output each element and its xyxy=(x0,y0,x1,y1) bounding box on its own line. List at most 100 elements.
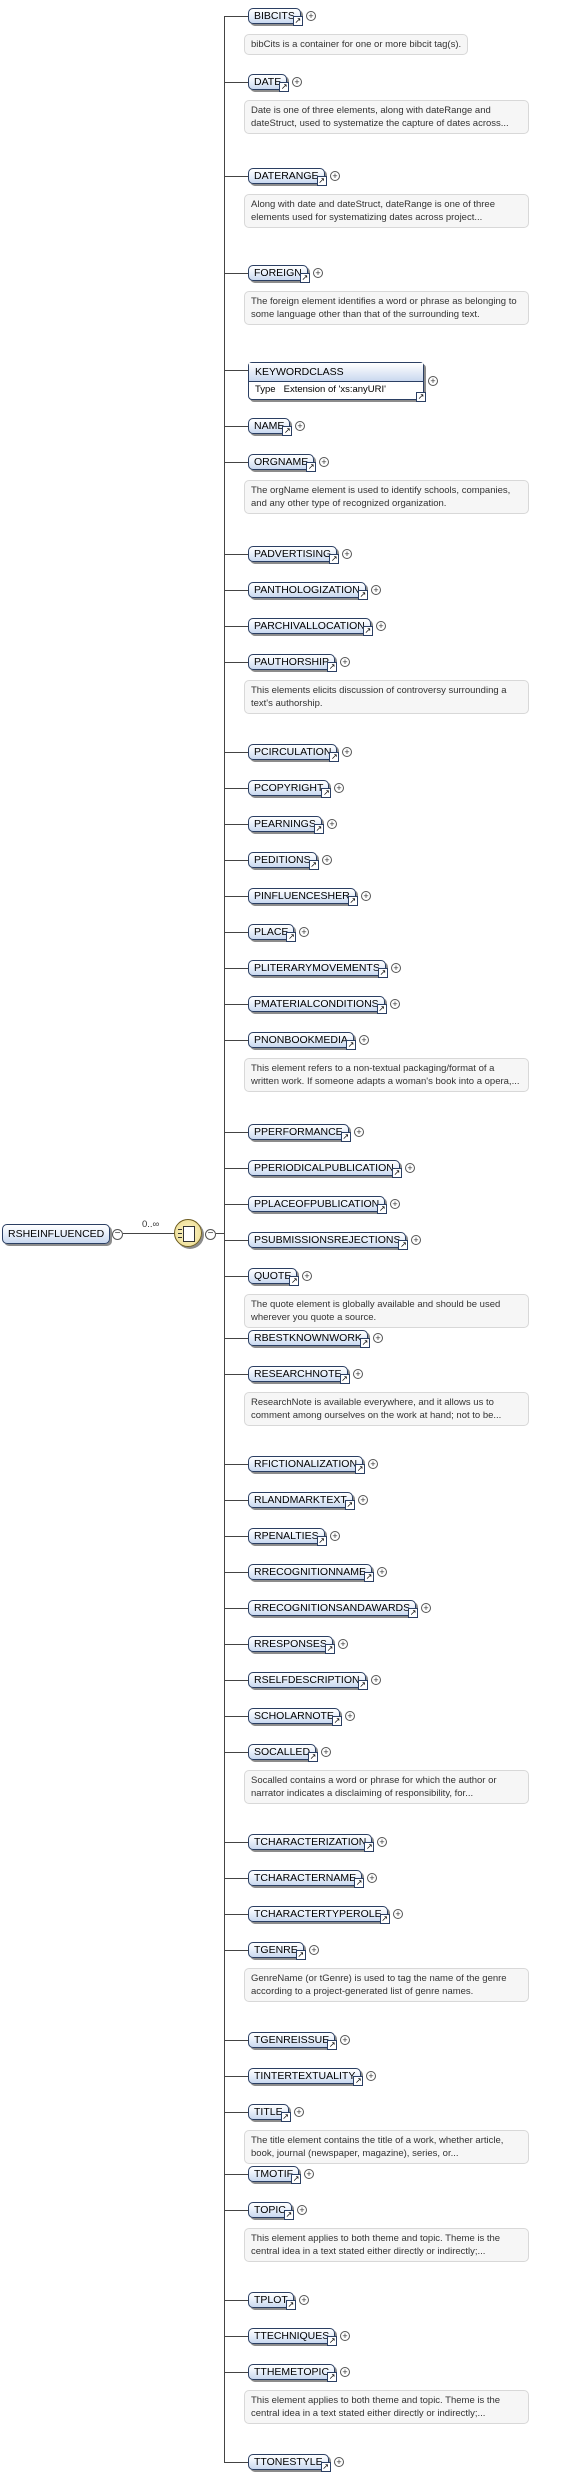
expand-icon[interactable]: + xyxy=(309,1945,319,1955)
element-bibcits[interactable]: BIBCITS↗ xyxy=(248,8,303,26)
element-pauthorship[interactable]: PAUTHORSHIP↗ xyxy=(248,654,338,672)
expand-icon[interactable]: + xyxy=(340,2331,350,2341)
element-pnonbookmedia[interactable]: PNONBOOKMEDIA↗ xyxy=(248,1032,356,1050)
expand-icon[interactable]: + xyxy=(390,999,400,1009)
collapse-icon[interactable]: − xyxy=(112,1229,123,1240)
expand-icon[interactable]: + xyxy=(421,1603,431,1613)
element-date[interactable]: DATE↗ xyxy=(248,74,290,92)
expand-icon[interactable]: + xyxy=(342,747,352,757)
expand-icon[interactable]: + xyxy=(366,2071,376,2081)
element-rresponses[interactable]: RRESPONSES↗ xyxy=(248,1636,335,1654)
element-pinfluencesher[interactable]: PINFLUENCESHER↗ xyxy=(248,888,358,906)
expand-icon[interactable]: + xyxy=(313,268,323,278)
choice-compositor-icon[interactable] xyxy=(174,1219,202,1247)
element-tgenreissue[interactable]: TGENREISSUE↗ xyxy=(248,2032,338,2050)
expand-icon[interactable]: + xyxy=(338,1639,348,1649)
element-tcharacterization[interactable]: TCHARACTERIZATION↗ xyxy=(248,1834,375,1852)
expand-icon[interactable]: + xyxy=(345,1711,355,1721)
expand-icon[interactable]: + xyxy=(304,2169,314,2179)
element-tmotif[interactable]: TMOTIF↗ xyxy=(248,2166,302,2184)
element-rrecognitionsandawards[interactable]: RRECOGNITIONSANDAWARDS↗ xyxy=(248,1600,419,1618)
expand-icon[interactable]: + xyxy=(299,2295,309,2305)
expand-icon[interactable]: + xyxy=(321,1747,331,1757)
element-title[interactable]: TITLE↗ xyxy=(248,2104,291,2122)
element-peditions[interactable]: PEDITIONS↗ xyxy=(248,852,319,870)
element-panthologization[interactable]: PANTHOLOGIZATION↗ xyxy=(248,582,368,600)
expand-icon[interactable]: + xyxy=(371,1675,381,1685)
element-tcharactername[interactable]: TCHARACTERNAME↗ xyxy=(248,1870,365,1888)
expand-icon[interactable]: + xyxy=(390,1199,400,1209)
element-rfictionalization[interactable]: RFICTIONALIZATION↗ xyxy=(248,1456,366,1474)
expand-icon[interactable]: + xyxy=(428,376,438,386)
element-pperiodicalpublication[interactable]: PPERIODICALPUBLICATION↗ xyxy=(248,1160,402,1178)
element-scholarnote[interactable]: SCHOLARNOTE↗ xyxy=(248,1708,342,1726)
expand-icon[interactable]: + xyxy=(367,1873,377,1883)
expand-icon[interactable]: + xyxy=(359,1035,369,1045)
expand-icon[interactable]: + xyxy=(302,1271,312,1281)
expand-icon[interactable]: + xyxy=(373,1333,383,1343)
element-pmaterialconditions[interactable]: PMATERIALCONDITIONS↗ xyxy=(248,996,387,1014)
element-rrecognitionname[interactable]: RRECOGNITIONNAME↗ xyxy=(248,1564,375,1582)
expand-icon[interactable]: + xyxy=(295,421,305,431)
element-rlandmarktext[interactable]: RLANDMARKTEXT↗ xyxy=(248,1492,355,1510)
element-parchivallocation[interactable]: PARCHIVALLOCATION↗ xyxy=(248,618,373,636)
expand-icon[interactable]: + xyxy=(292,77,302,87)
element-ttonestyle[interactable]: TTONESTYLE↗ xyxy=(248,2454,331,2472)
element-psubmissionsrejections[interactable]: PSUBMISSIONSREJECTIONS↗ xyxy=(248,1232,409,1250)
expand-icon[interactable]: + xyxy=(294,2107,304,2117)
expand-icon[interactable]: + xyxy=(319,457,329,467)
element-socalled[interactable]: SOCALLED↗ xyxy=(248,1744,319,1762)
expand-icon[interactable]: + xyxy=(361,891,371,901)
expand-icon[interactable]: + xyxy=(411,1235,421,1245)
expand-icon[interactable]: + xyxy=(340,2367,350,2377)
expand-icon[interactable]: + xyxy=(334,2457,344,2467)
element-pperformance[interactable]: PPERFORMANCE↗ xyxy=(248,1124,351,1142)
root-element-rsheinfluenced[interactable]: RSHEINFLUENCED xyxy=(2,1224,111,1244)
element-pcirculation[interactable]: PCIRCULATION↗ xyxy=(248,744,340,762)
element-rselfdescription[interactable]: RSELFDESCRIPTION↗ xyxy=(248,1672,368,1690)
element-tplot[interactable]: TPLOT↗ xyxy=(248,2292,296,2310)
element-rpenalties[interactable]: RPENALTIES↗ xyxy=(248,1528,327,1546)
expand-icon[interactable]: + xyxy=(342,549,352,559)
element-padvertising[interactable]: PADVERTISING↗ xyxy=(248,546,340,564)
expand-icon[interactable]: + xyxy=(340,2035,350,2045)
expand-icon[interactable]: + xyxy=(391,963,401,973)
expand-icon[interactable]: + xyxy=(327,819,337,829)
expand-icon[interactable]: + xyxy=(368,1459,378,1469)
expand-icon[interactable]: + xyxy=(377,1837,387,1847)
element-rbestknownwork[interactable]: RBESTKNOWNWORK↗ xyxy=(248,1330,370,1348)
element-quote[interactable]: QUOTE↗ xyxy=(248,1268,300,1286)
element-pplaceofpublication[interactable]: PPLACEOFPUBLICATION↗ xyxy=(248,1196,388,1214)
element-pcopyright[interactable]: PCOPYRIGHT↗ xyxy=(248,780,332,798)
element-pliterarymovements[interactable]: PLITERARYMOVEMENTS↗ xyxy=(248,960,388,978)
expand-icon[interactable]: + xyxy=(354,1127,364,1137)
element-ttechniques[interactable]: TTECHNIQUES↗ xyxy=(248,2328,338,2346)
element-tintertextuality[interactable]: TINTERTEXTUALITY↗ xyxy=(248,2068,364,2086)
expand-icon[interactable]: + xyxy=(322,855,332,865)
expand-icon[interactable]: + xyxy=(330,171,340,181)
expand-icon[interactable]: + xyxy=(334,783,344,793)
expand-icon[interactable]: + xyxy=(306,11,316,21)
expand-icon[interactable]: + xyxy=(376,621,386,631)
element-daterange[interactable]: DATERANGE↗ xyxy=(248,168,327,186)
expand-icon[interactable]: + xyxy=(330,1531,340,1541)
element-tgenre[interactable]: TGENRE↗ xyxy=(248,1942,306,1960)
expand-icon[interactable]: + xyxy=(358,1495,368,1505)
element-name[interactable]: NAME↗ xyxy=(248,418,293,436)
element-topic[interactable]: TOPIC↗ xyxy=(248,2202,294,2220)
expand-icon[interactable]: + xyxy=(297,2205,307,2215)
expand-icon[interactable]: + xyxy=(340,657,350,667)
element-foreign[interactable]: FOREIGN↗ xyxy=(248,265,310,283)
expand-icon[interactable]: + xyxy=(299,927,309,937)
element-tthemetopic[interactable]: TTHEMETOPIC↗ xyxy=(248,2364,338,2382)
element-tcharactertyperole[interactable]: TCHARACTERTYPEROLE↗ xyxy=(248,1906,390,1924)
element-orgname[interactable]: ORGNAME↗ xyxy=(248,454,317,472)
expand-icon[interactable]: + xyxy=(377,1567,387,1577)
expand-icon[interactable]: + xyxy=(393,1909,403,1919)
expand-icon[interactable]: + xyxy=(371,585,381,595)
expand-icon[interactable]: + xyxy=(353,1369,363,1379)
expand-icon[interactable]: + xyxy=(405,1163,415,1173)
element-researchnote[interactable]: RESEARCHNOTE↗ xyxy=(248,1366,350,1384)
element-place[interactable]: PLACE↗ xyxy=(248,924,297,942)
